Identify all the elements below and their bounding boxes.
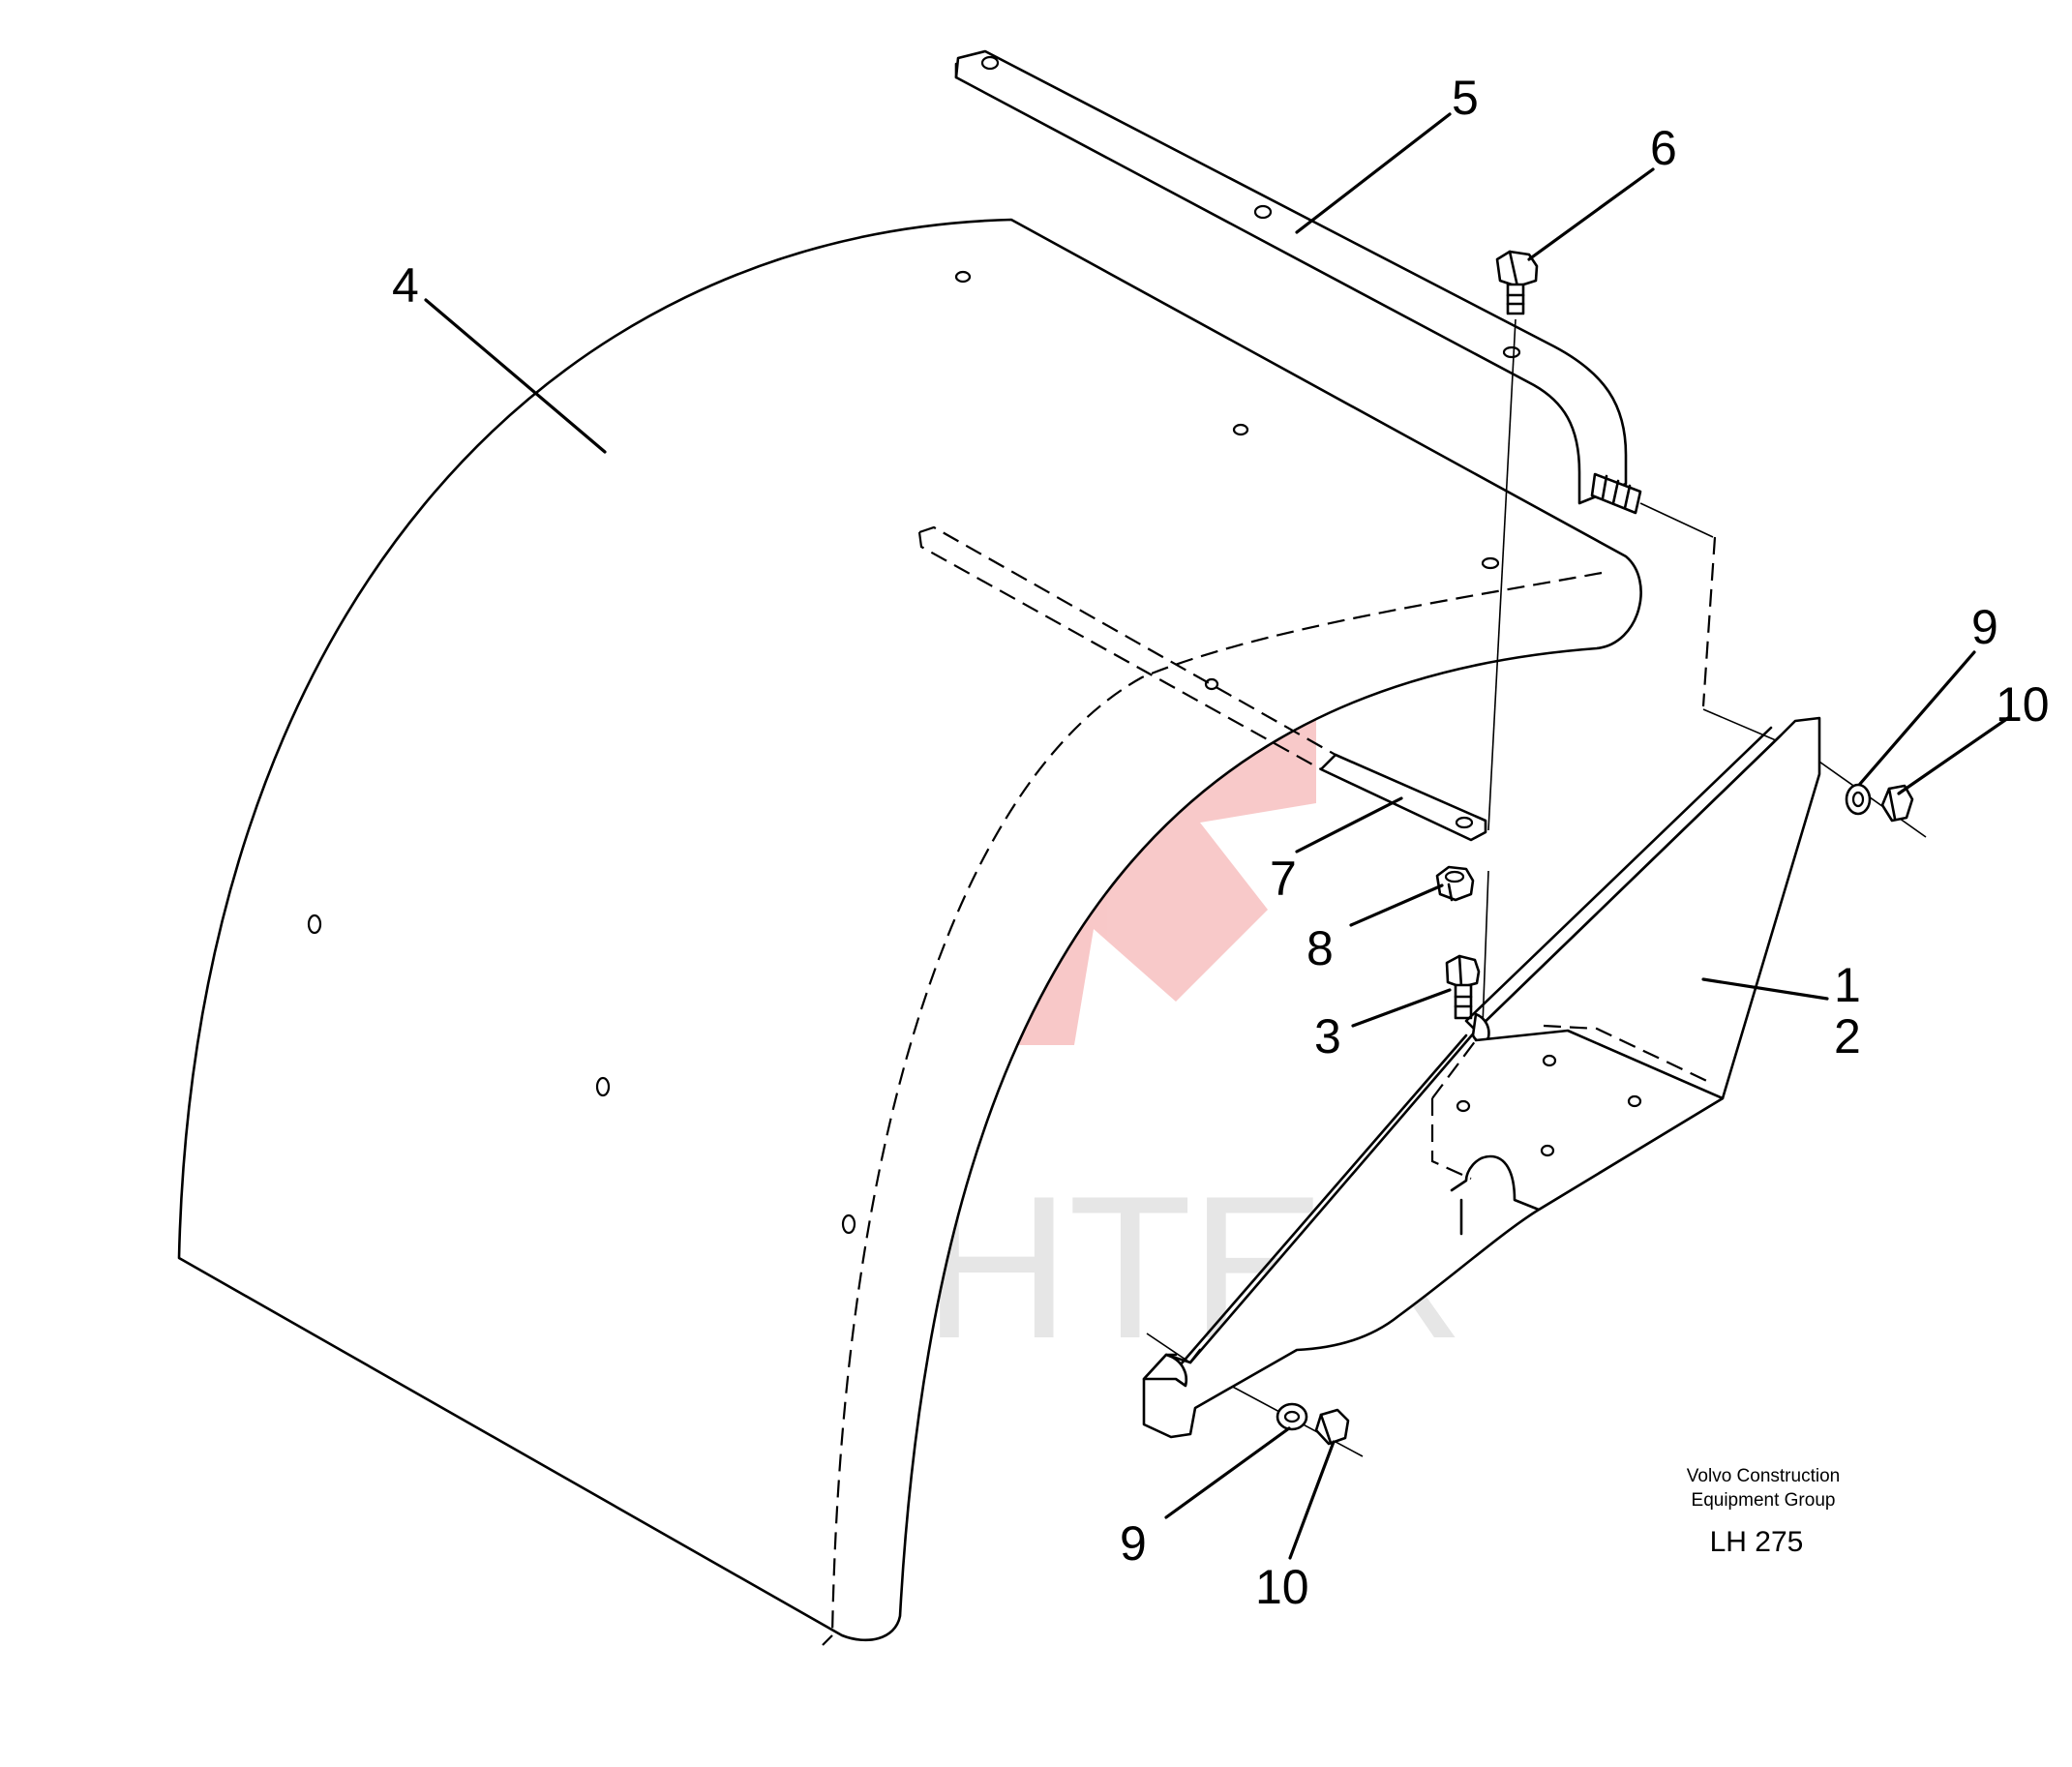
leader-7: [1295, 796, 1403, 854]
publisher-caption: Volvo Construction Equipment Group LH 27…: [1687, 1466, 1840, 1558]
caption-code: LH 275: [1710, 1526, 1804, 1558]
callout-7: 7: [1270, 852, 1297, 906]
bracket-stud: [1590, 472, 1642, 515]
callout-1: 1: [1834, 958, 1861, 1012]
callout-10-right: 10: [1996, 677, 2050, 732]
callout-3: 3: [1314, 1009, 1341, 1063]
strip-end-hole: [1455, 816, 1474, 829]
fender-hole: [841, 1213, 856, 1235]
leader-9-right: [1858, 650, 1976, 786]
fender-hole: [954, 270, 972, 284]
fender-part-4: [177, 218, 1642, 1646]
callout-8: 8: [1306, 921, 1334, 975]
fender-bottom-corner-edge: [822, 1634, 833, 1646]
leader-3: [1351, 988, 1452, 1028]
bolt-head: [1495, 250, 1539, 288]
fender-inner-edge: [830, 571, 1603, 1636]
caption-line-2: Equipment Group: [1692, 1490, 1836, 1511]
callout-9-bottom: 9: [1120, 1516, 1147, 1571]
bracket-mid-hole: [1253, 204, 1273, 220]
callout-4: 4: [392, 258, 419, 313]
washer-part-9-bottom: [1276, 1402, 1308, 1431]
strip-visible-end: [1319, 753, 1487, 842]
fender-outline: [177, 218, 1642, 1642]
leader-10-right: [1897, 716, 2010, 795]
callout-6: 6: [1650, 121, 1677, 175]
leader-8: [1349, 884, 1444, 927]
leader-6: [1527, 167, 1655, 261]
plate-lower-tab: [1142, 1353, 1187, 1388]
plate-hidden-edges: [1430, 1024, 1714, 1181]
fender-hole: [307, 913, 322, 935]
plate-base-block: [1450, 1029, 1725, 1212]
bracket-part-5: [954, 49, 1642, 515]
bolt-part-6: [1495, 250, 1539, 315]
washer-part-9-right: [1845, 783, 1872, 816]
fender-mounting-holes: [307, 270, 1500, 1235]
leader-4: [424, 298, 607, 454]
nut-part-10-bottom: [1314, 1408, 1350, 1446]
leader-5: [1295, 112, 1452, 234]
strip-part-7: [917, 525, 1487, 842]
callout-5: 5: [1452, 71, 1479, 125]
plate-holes: [1456, 1054, 1642, 1157]
leader-lines: [424, 112, 2010, 1560]
leader-9-bottom: [1164, 1426, 1291, 1519]
callout-10-bottom: 10: [1255, 1560, 1309, 1614]
strip-hidden-section: [917, 525, 1336, 770]
nut-part-10-right: [1880, 784, 1914, 823]
callout-9-right: 9: [1971, 600, 1998, 654]
fender-hole: [1232, 423, 1249, 436]
leader-1-2: [1701, 977, 1829, 1001]
bracket-bolt-hole: [1502, 345, 1521, 359]
bracket-plate-part-1-2: [1142, 716, 1821, 1439]
bracket-end-hole: [980, 55, 1000, 71]
leader-10-bottom: [1288, 1440, 1336, 1560]
fender-hole: [1204, 677, 1219, 691]
callout-2: 2: [1834, 1009, 1861, 1063]
bracket-bar-outline: [954, 49, 1628, 505]
fender-hole: [1481, 556, 1500, 570]
fender-hole: [595, 1076, 611, 1097]
callout-labels: 4 5 6 7 8 3 1 2 9 10 9 10: [392, 71, 2050, 1614]
bolt-part-3: [1445, 954, 1481, 1020]
bolt-shank: [1506, 283, 1525, 315]
nut-part-8: [1435, 865, 1475, 902]
caption-line-1: Volvo Construction: [1687, 1466, 1840, 1486]
